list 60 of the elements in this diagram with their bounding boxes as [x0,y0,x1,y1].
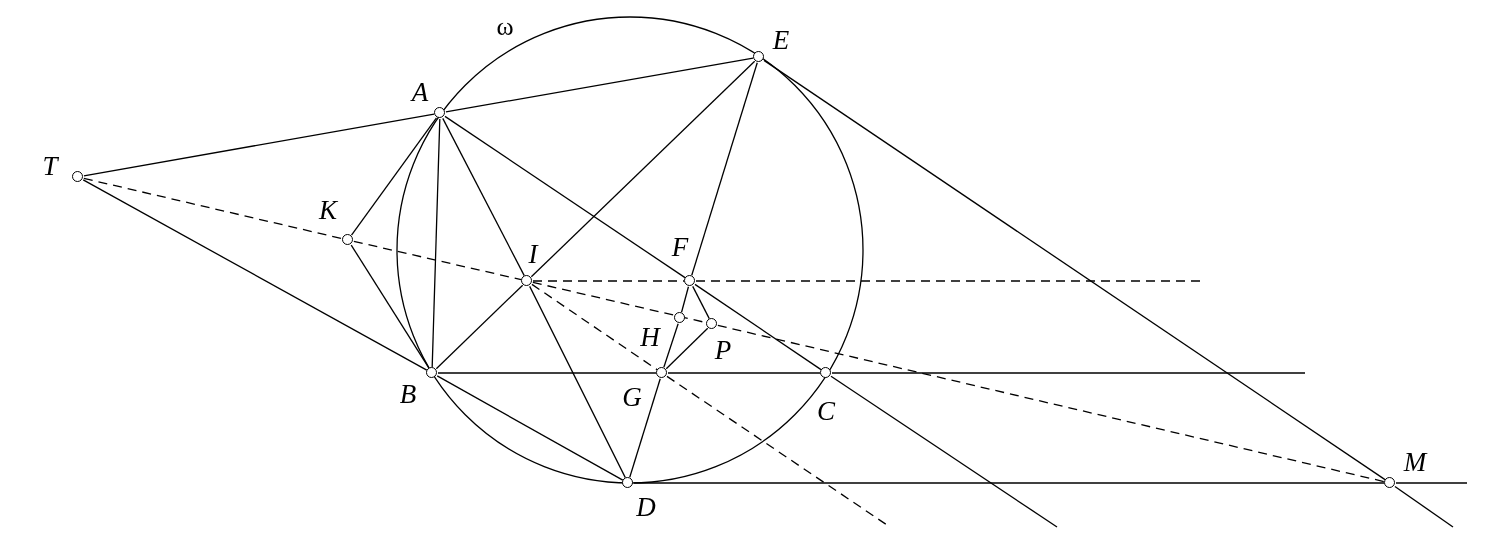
line-segment [82,179,428,371]
point-marker [820,367,832,379]
line-segment [831,372,1306,374]
point-label: I [528,240,538,268]
point-label: E [772,26,790,54]
line-segment [663,323,679,368]
circle-label: ω [496,14,514,40]
line-segment [444,115,686,279]
line-segment [530,60,756,278]
line-segment [436,375,624,481]
point-marker [72,171,84,183]
point-marker [753,51,765,63]
point-label: C [817,397,835,425]
dashed-line [532,280,685,282]
point-marker [434,107,446,119]
line-segment [445,57,754,113]
line-segment [442,117,525,277]
point-marker [521,275,533,287]
line-segment [691,62,758,276]
point-marker [674,312,686,324]
line-segment [694,283,822,371]
point-marker [706,318,718,330]
line-segment [1394,485,1454,528]
line-segment [350,244,430,369]
line-segment [529,285,626,479]
point-label: B [399,380,417,408]
line-segment [1395,482,1468,484]
dashed-line [695,280,1201,282]
point-marker [684,275,696,287]
dashed-line [717,324,1385,483]
dashed-line [531,283,658,371]
line-segment [680,286,690,313]
point-marker [1384,477,1396,489]
point-label: D [636,493,656,521]
point-label: P [714,336,732,364]
line-segment [830,375,1058,528]
point-label: H [640,323,660,351]
point-label: M [1403,448,1427,476]
point-marker [622,477,634,489]
point-label: T [42,152,58,180]
line-segment [431,118,441,368]
dashed-line [353,240,522,281]
line-segment [633,482,1385,484]
line-segment [665,327,709,370]
point-label: G [622,383,642,411]
line-segment [435,284,524,370]
point-label: A [411,78,429,106]
line-segment [763,59,1386,481]
line-segment [629,378,661,478]
point-label: F [671,233,689,261]
point-marker [656,367,668,379]
point-label: K [319,196,337,224]
dashed-line [83,177,343,240]
line-segment [437,372,657,374]
line-segment [667,372,821,374]
line-segment [83,113,435,177]
line-segment [350,117,438,236]
point-marker [342,234,354,246]
point-marker [426,367,438,379]
line-segment [692,285,710,320]
